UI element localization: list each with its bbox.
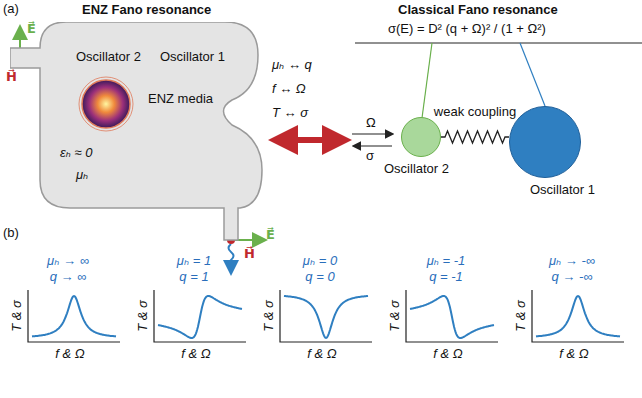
formula-link [520, 43, 545, 106]
plot-label: μₕ → ∞ [47, 254, 89, 269]
node-label: Oscillator 1 [530, 183, 595, 198]
output-arrow [354, 145, 392, 146]
input-arrow [352, 133, 392, 134]
cavity-shape [10, 22, 262, 240]
fano-curve [158, 296, 242, 338]
plot-label: μₕ = 1 [177, 254, 211, 269]
node-label: Oscillator 2 [76, 50, 141, 65]
plot-label: T & σ [262, 300, 277, 332]
annotation: E⃗ [27, 22, 36, 37]
plot-label: q = 0 [305, 270, 334, 285]
fano-curve [410, 296, 494, 338]
axis [28, 290, 120, 342]
plot-label: f & Ω [307, 347, 336, 362]
formula-rule [355, 43, 642, 44]
plot-label: f & Ω [433, 347, 462, 362]
axis [280, 290, 372, 342]
plot-label: q → ∞ [50, 270, 87, 285]
node-label: Oscillator 2 [384, 162, 449, 177]
node-label: μₕ [76, 168, 88, 183]
spring-connector [441, 131, 509, 143]
plot-label: T & σ [10, 300, 25, 332]
annotation: H⃗ [6, 70, 17, 85]
enz-cavity: Oscillator 2 Oscillator 1 ENZ media εₕ ≈ 0 μ… [10, 22, 263, 246]
annotation: ENZ Fano resonance [82, 3, 211, 18]
mapping-arrow [280, 137, 340, 143]
annotation: E⃗ [266, 228, 275, 243]
plot-label: T & σ [388, 300, 403, 332]
plot-label: μₕ = -1 [427, 254, 466, 269]
plot-label: T & σ [136, 300, 151, 332]
fano-curve [32, 296, 116, 336]
plot-label: T & σ [514, 300, 529, 332]
annotation: Ω [366, 116, 376, 131]
plot-label: f & Ω [559, 347, 588, 362]
plot-label: μₕ = 0 [303, 254, 337, 269]
plot-label: q = -1 [429, 270, 463, 285]
annotation: f ↔ Ω [272, 82, 306, 97]
plot-label: q = 1 [179, 270, 208, 285]
edge-label: weak coupling [434, 105, 516, 120]
axis [532, 290, 624, 342]
annotation: T ↔ σ [272, 106, 308, 121]
fano-curve [284, 296, 368, 338]
annotation: (b) [3, 226, 19, 241]
node-label: Oscillator 1 [160, 50, 225, 65]
node-label: ENZ media [148, 92, 213, 107]
plot-label: f & Ω [181, 347, 210, 362]
transmitted-wave [229, 244, 234, 272]
axis [154, 290, 246, 342]
oscillator-circle: Oscillator 2 [401, 117, 441, 157]
fano-curve [536, 296, 620, 336]
resonator-dot [82, 80, 130, 128]
axis [406, 290, 498, 342]
plot-label: f & Ω [55, 347, 84, 362]
annotation: μₕ ↔ q [272, 58, 312, 73]
annotation: H⃗ [244, 247, 255, 262]
node-label: εₕ ≈ 0 [60, 146, 93, 161]
annotation: Classical Fano resonance [398, 3, 558, 18]
plot-label: μₕ → -∞ [549, 254, 595, 269]
annotation: σ [366, 149, 374, 164]
formula-link [422, 43, 432, 118]
oscillator-circle: Oscillator 1 [509, 106, 581, 178]
plot-axes [28, 290, 624, 342]
fano-curves [32, 296, 620, 338]
plot-label: q → -∞ [551, 270, 592, 285]
resonator-ring [79, 77, 133, 131]
annotation: (a) [3, 2, 19, 17]
annotation: σ(E) = D² (q + Ω)² / (1 + Ω²) [388, 22, 546, 37]
